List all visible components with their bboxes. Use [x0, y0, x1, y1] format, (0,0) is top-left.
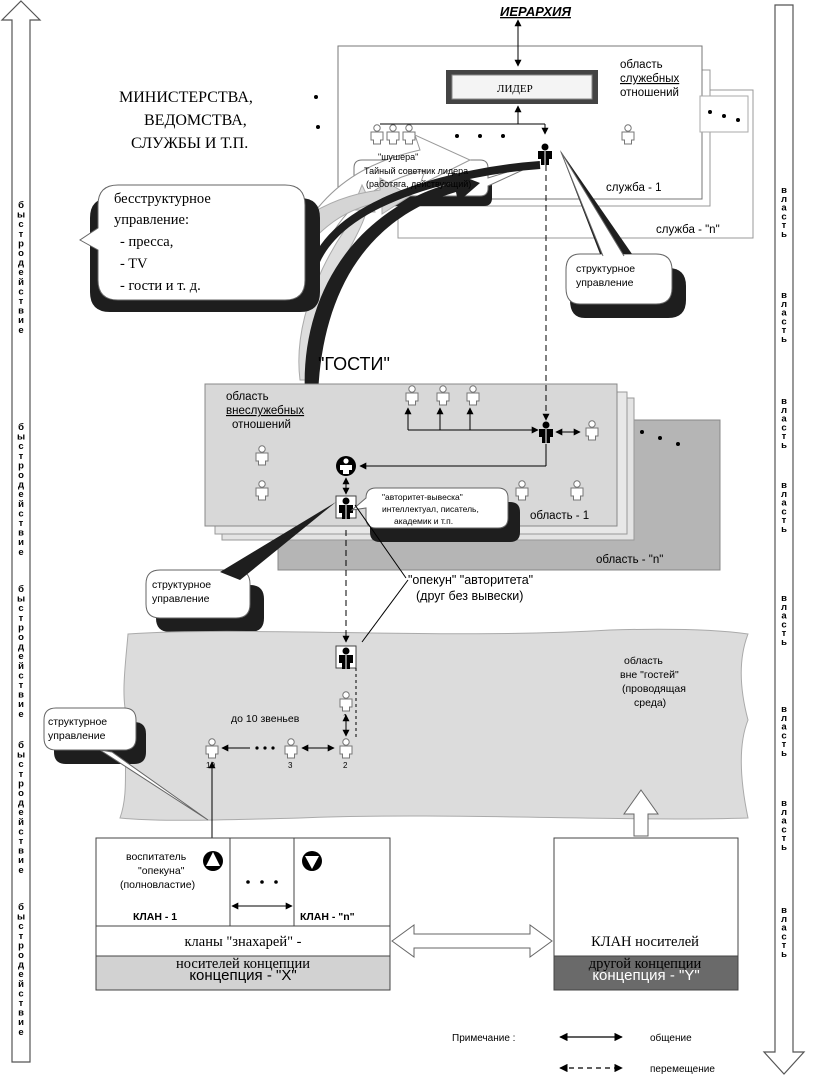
secret-advisor-line-1: Тайный советник лидера [364, 166, 468, 176]
authority-sign-bubble [350, 487, 520, 542]
chain-number-1: 1 [343, 713, 348, 722]
ministries-line-2: ВЕДОМСТВА, [144, 112, 247, 129]
nonservice-relations-line-1: область [226, 391, 269, 403]
concept-x-label: концепция - "X" [189, 967, 296, 984]
leader-label: ЛИДЕР [497, 83, 533, 95]
outside-guests-line-1: область [624, 655, 663, 667]
guardian-in-medium [335, 645, 357, 670]
outside-guests-line-4: среда) [634, 697, 666, 709]
service-relations-line-1: область [620, 59, 663, 71]
structureless-line-2: управление: [114, 212, 189, 228]
structureless-line-4: - TV [120, 256, 148, 272]
structural-control-1-line-2: управление [576, 277, 634, 289]
area-1-label: область - 1 [530, 510, 589, 522]
chain-number-2: 2 [343, 761, 348, 770]
ministries-line-1: МИНИСТЕРСТВА, [119, 89, 253, 106]
guardian-line-2: (друг без вывески) [416, 589, 523, 603]
clan-other-line-1: КЛАН носителей [591, 934, 699, 950]
structureless-line-5: - гости и т. д. [120, 278, 201, 294]
leader-box [446, 70, 598, 104]
legend-movement-label: перемещение [650, 1064, 715, 1075]
authority-sign-line-1: "авторитет-вывеска" [382, 492, 463, 502]
shushera-label: "шушера" [378, 152, 418, 162]
note-label: Примечание : [452, 1033, 515, 1044]
structural-control-3-line-2: управление [48, 730, 106, 742]
service-1-label: служба - 1 [606, 182, 662, 194]
clans-healers-line-1: кланы "знахарей" - [185, 934, 302, 950]
service-relations-line-3: отношений [620, 87, 679, 99]
clan-1-label: КЛАН - 1 [133, 911, 177, 923]
clans-healers-line-2: носителей концепции [176, 956, 310, 972]
diagram-title: ИЕРАРХИЯ [500, 4, 571, 19]
ministries-line-3: СЛУЖБЫ И Т.П. [131, 135, 248, 152]
conducting-medium-area [119, 628, 749, 821]
outside-guests-line-3: (проводящая [622, 683, 686, 695]
educator-line-1: воспитатель [126, 851, 187, 863]
secret-advisor-line-2: (работяга, действующий) [366, 179, 471, 189]
clan-n-icon [302, 851, 322, 871]
structural-control-bubble-2 [145, 502, 336, 632]
left-axis-arrow [0, 0, 42, 1063]
authority-sign-figure [336, 456, 356, 476]
area-n-label: область - "n" [596, 554, 663, 566]
structureless-line-3: - пресса, [120, 234, 173, 250]
structureless-control-bubble [79, 184, 320, 312]
structural-control-1-line-1: структурное [576, 263, 635, 275]
authority-sign-line-3: академик и т.п. [394, 516, 453, 526]
clan-other-line-2: другой концепции [589, 956, 702, 972]
guardian-figure [335, 495, 357, 520]
structural-control-2-line-2: управление [152, 593, 210, 605]
chain-length-label: до 10 звеньев [231, 713, 300, 725]
structural-control-bubble-1 [560, 150, 686, 318]
educator-line-3: (полновластие) [120, 879, 195, 891]
upward-arrow-y [623, 789, 659, 837]
service-relations-line-2: служебных [620, 73, 680, 85]
double-arrow-between-concepts [391, 924, 553, 958]
clan-y-block [553, 837, 739, 991]
structural-control-bubble-3 [43, 707, 209, 821]
educator-icon [203, 851, 223, 871]
structureless-line-1: бесструктурное [114, 191, 211, 207]
legend-communication-label: общение [650, 1032, 692, 1044]
authority-sign-line-2: интеллектуал, писатель, [382, 504, 479, 514]
structural-control-2-line-1: структурное [152, 579, 211, 591]
guests-label: "ГОСТИ" [318, 354, 390, 374]
clan-n-label: КЛАН - "n" [300, 911, 355, 923]
nonservice-relations-line-3: отношений [232, 419, 291, 431]
concept-y-label: концепция - "Y" [592, 967, 699, 984]
clans-x-block [95, 837, 391, 991]
nonservice-relations-line-2: внеслужебных [226, 405, 304, 417]
guardian-line-1: "опекун" "авторитета" [408, 573, 533, 587]
structural-control-3-line-1: структурное [48, 716, 107, 728]
chain-number-10: 10 [206, 761, 215, 770]
educator-line-2: "опекуна" [138, 865, 185, 877]
chain-number-3: 3 [288, 761, 293, 770]
right-axis-arrow [762, 4, 806, 1075]
outside-guests-line-2: вне "гостей" [620, 669, 679, 681]
service-n-label: служба - "n" [656, 224, 720, 236]
structureless-to-advisor-arrow [304, 172, 480, 395]
